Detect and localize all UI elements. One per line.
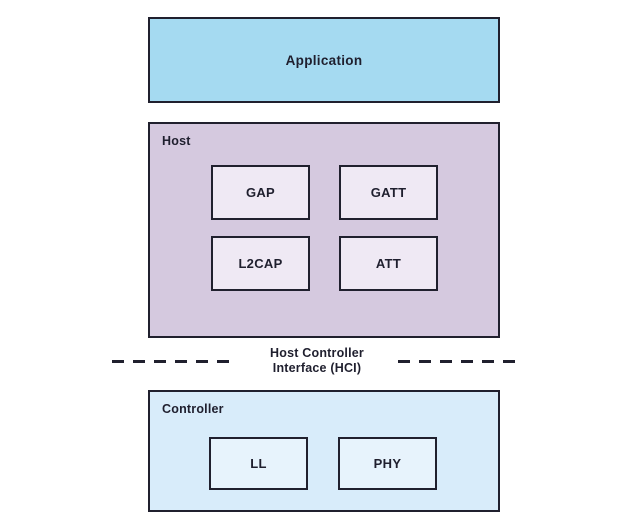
l2cap-label: L2CAP [238,256,283,271]
l2cap-box: L2CAP [211,236,310,291]
ll-label: LL [250,456,267,471]
gap-box: GAP [211,165,310,220]
application-label: Application [285,52,363,68]
hci-divider: Host Controller Interface (HCI) [112,344,522,378]
controller-box: Controller LL PHY [148,390,500,512]
gap-label: GAP [245,185,276,200]
hci-label-line1: Host Controller [270,346,364,360]
controller-label: Controller [162,402,224,416]
host-box: Host GAP GATT L2CAP ATT [148,122,500,338]
hci-label-line2: Interface (HCI) [272,361,362,375]
application-box: Application [148,17,500,103]
gatt-box: GATT [339,165,438,220]
host-label: Host [162,134,191,148]
gatt-label: GATT [370,185,407,200]
ll-box: LL [209,437,308,490]
phy-label: PHY [373,456,402,471]
hci-dash-left [112,359,236,363]
hci-label: Host Controller Interface (HCI) [236,346,398,376]
hci-dash-right [398,359,522,363]
att-label: ATT [375,256,402,271]
att-box: ATT [339,236,438,291]
phy-box: PHY [338,437,437,490]
